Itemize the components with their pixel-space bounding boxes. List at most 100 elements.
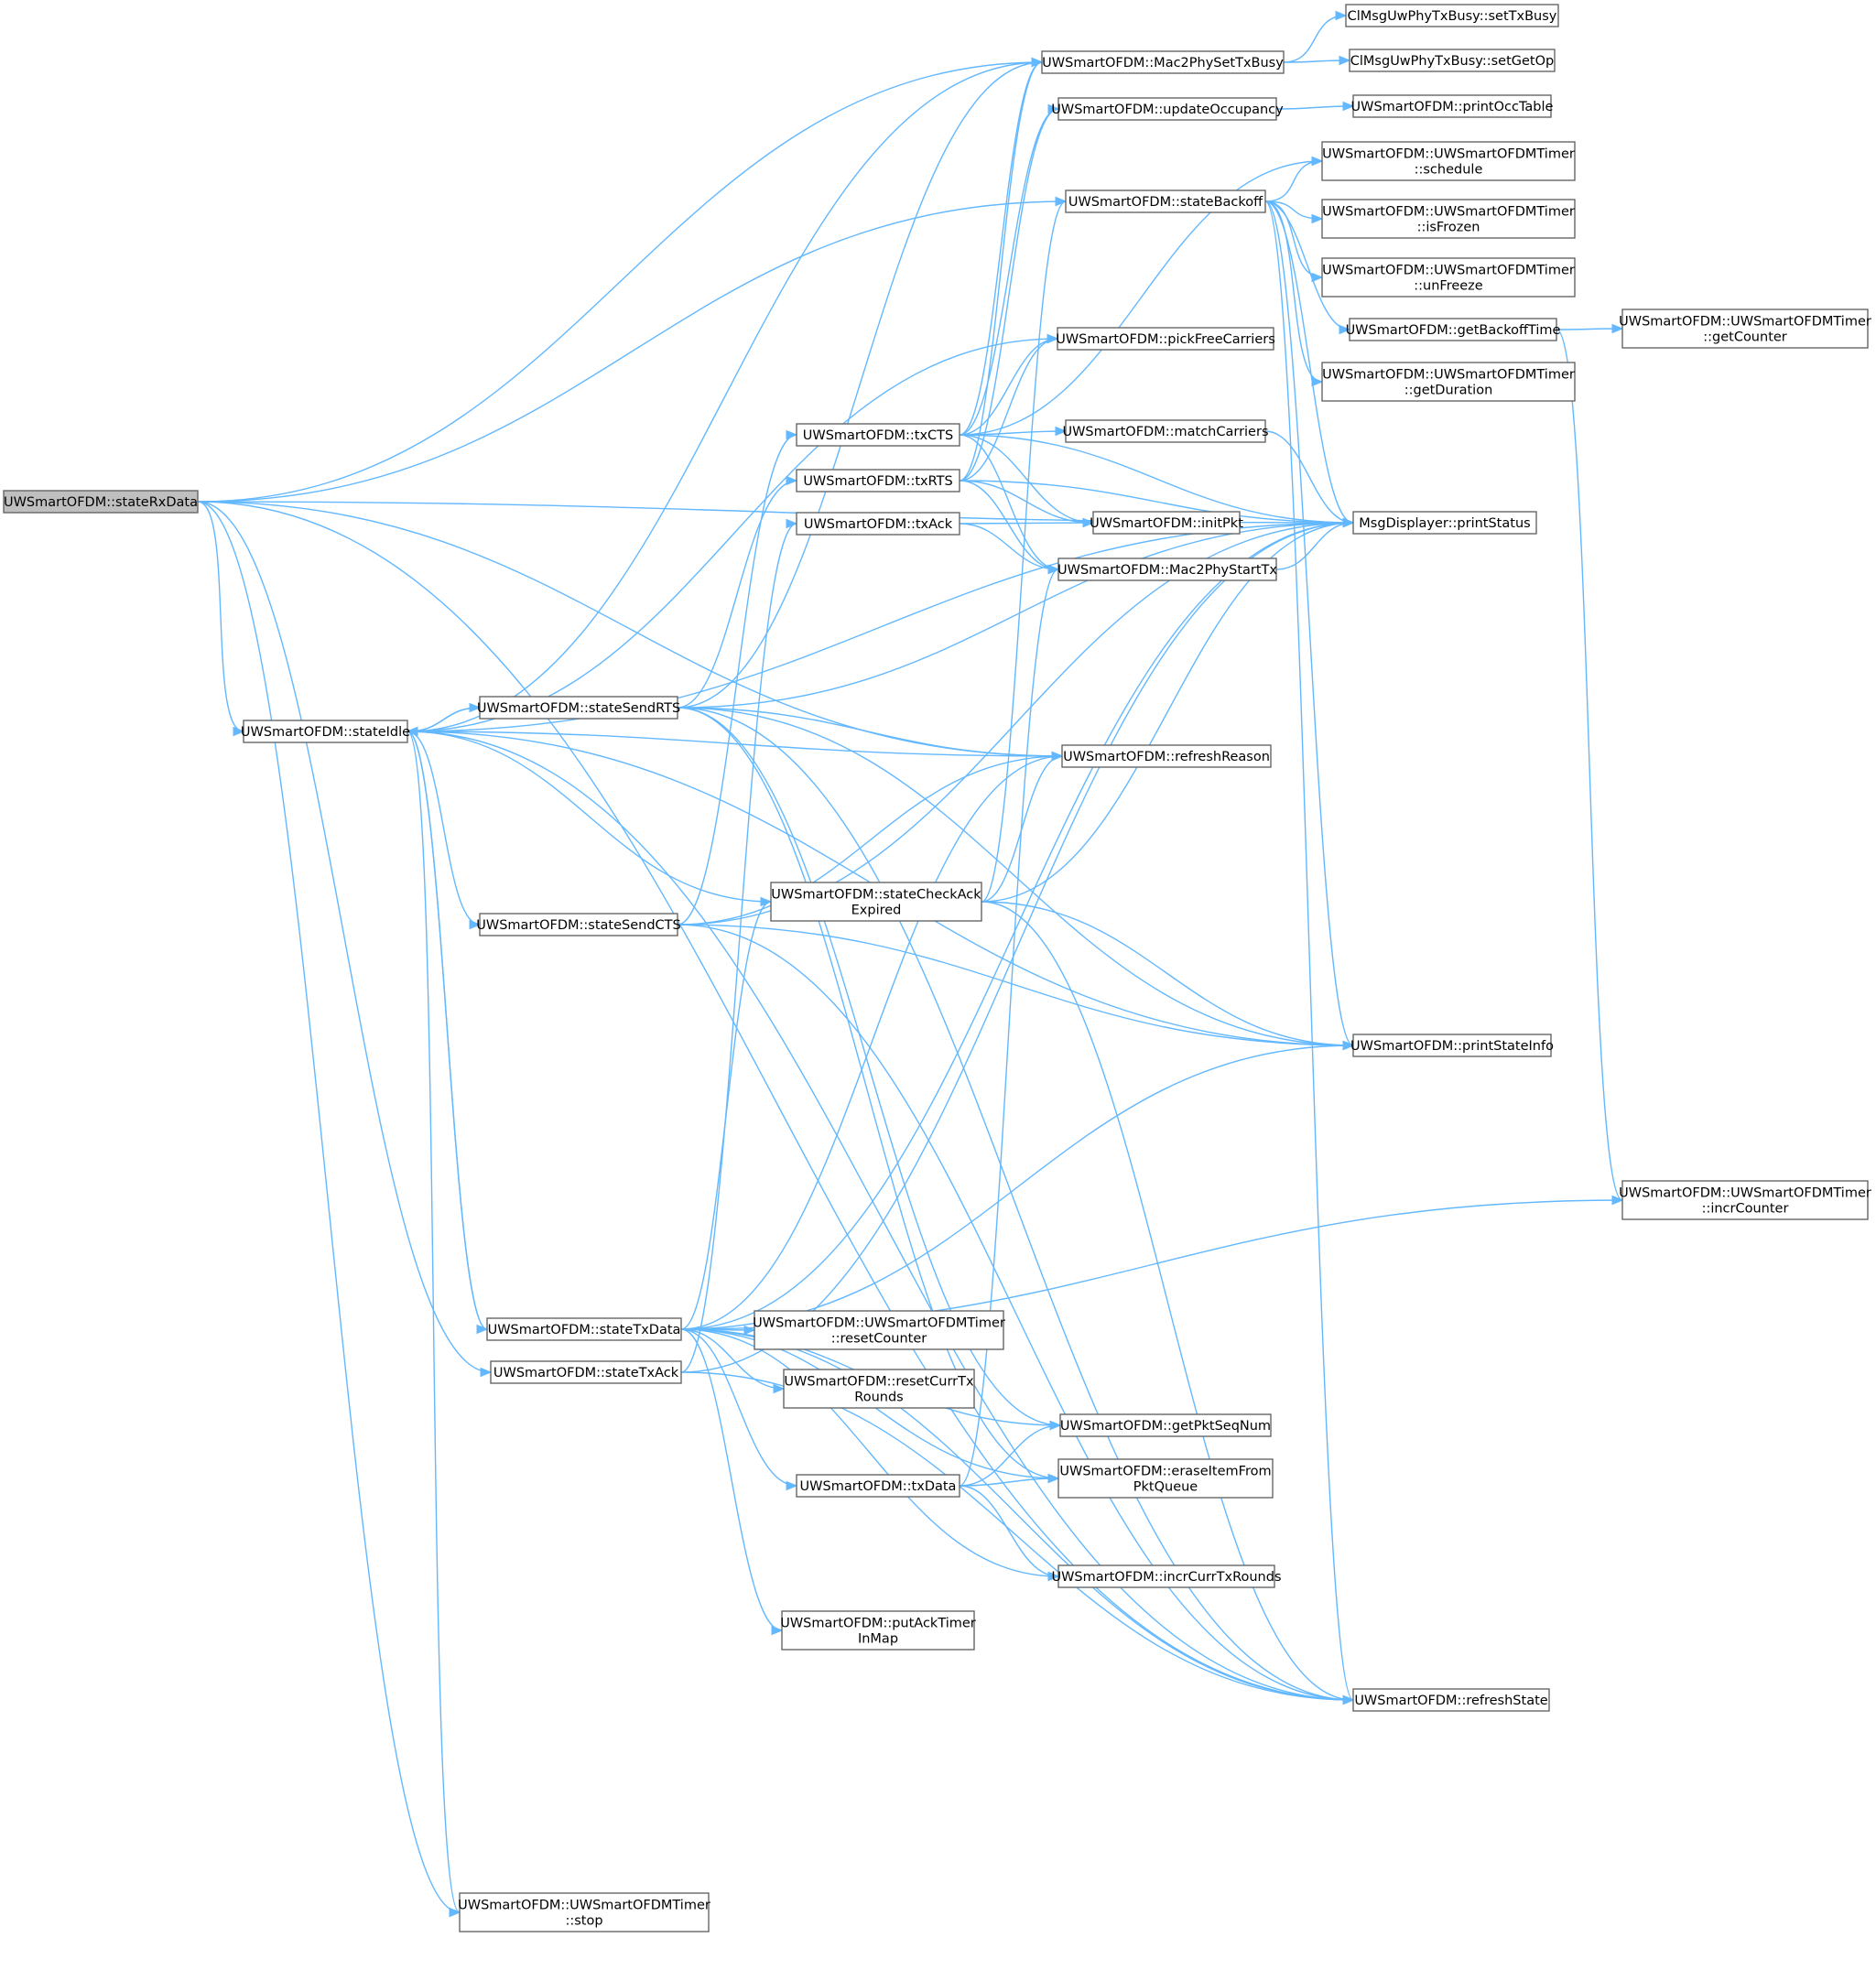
edge-stateTxData-to-incrCurrTx xyxy=(680,1328,1060,1582)
node-label: UWSmartOFDM::incrCurrTxRounds xyxy=(1051,1570,1281,1585)
node-label: ::unFreeze xyxy=(1414,279,1483,294)
node-txAck[interactable]: UWSmartOFDM::txAck xyxy=(796,512,960,536)
node-label: ::getCounter xyxy=(1703,330,1787,345)
node-label: ::stop xyxy=(565,1914,602,1929)
node-txRTS[interactable]: UWSmartOFDM::txRTS xyxy=(796,469,960,493)
edge-stateTxData-to-resetCurrTx xyxy=(680,1328,786,1394)
node-label: UWSmartOFDM::UWSmartOFDMTimer xyxy=(1322,147,1575,162)
node-refreshReason[interactable]: UWSmartOFDM::refreshReason xyxy=(1061,744,1272,768)
edge-line xyxy=(677,707,1059,1479)
node-box xyxy=(1349,49,1556,72)
edge-line xyxy=(197,501,1063,757)
node-label: UWSmartOFDM::stateSendRTS xyxy=(477,701,680,716)
node-printOccTable[interactable]: UWSmartOFDM::printOccTable xyxy=(1351,94,1554,118)
edge-arrowhead xyxy=(1311,376,1324,387)
node-stateTxData[interactable]: UWSmartOFDM::stateTxData xyxy=(486,1317,682,1341)
node-pickFreeCarriers[interactable]: UWSmartOFDM::pickFreeCarriers xyxy=(1056,327,1275,351)
edge-stateIdle-to-timerStop xyxy=(407,731,461,1918)
edge-stateBackoff-to-printStateInfo xyxy=(1264,200,1355,1051)
node-box xyxy=(486,1317,682,1341)
edge-line xyxy=(677,480,797,709)
node-timerGetCounter[interactable]: UWSmartOFDM::UWSmartOFDMTimer::getCounte… xyxy=(1619,309,1871,349)
node-updateOccupancy[interactable]: UWSmartOFDM::updateOccupancy xyxy=(1051,97,1284,121)
nodes-layer: UWSmartOFDM::stateRxDataUWSmartOFDM::sta… xyxy=(3,4,1871,1932)
node-txCTS[interactable]: UWSmartOFDM::txCTS xyxy=(796,423,960,447)
node-box xyxy=(1352,511,1537,535)
node-box xyxy=(1321,257,1576,298)
edge-line xyxy=(677,522,1354,926)
node-getPktSeqNum[interactable]: UWSmartOFDM::getPktSeqNum xyxy=(1059,1413,1272,1437)
edge-arrowhead xyxy=(406,726,418,737)
edge-line xyxy=(677,61,1043,709)
edge-line xyxy=(680,1328,1354,1701)
edge-mac2PhyStartTx-to-printStatus xyxy=(1275,517,1355,570)
edge-arrowhead xyxy=(1339,324,1351,335)
node-timerIncrCounter[interactable]: UWSmartOFDM::UWSmartOFDMTimer::incrCount… xyxy=(1619,1180,1871,1220)
node-initPkt[interactable]: UWSmartOFDM::initPkt xyxy=(1090,511,1243,535)
edge-arrowhead xyxy=(1082,517,1095,528)
edge-line xyxy=(959,108,1059,436)
node-stateRxData[interactable]: UWSmartOFDM::stateRxData xyxy=(3,490,199,514)
node-mac2PhyStartTx[interactable]: UWSmartOFDM::Mac2PhyStartTx xyxy=(1057,557,1277,581)
edge-line xyxy=(959,61,1043,482)
node-label: ::schedule xyxy=(1415,163,1483,178)
edge-stateBackoff-to-refreshState xyxy=(1264,200,1355,1705)
edge-line xyxy=(677,522,1354,709)
edge-stateTxData-to-printStateInfo xyxy=(680,1040,1355,1330)
node-matchCarriers[interactable]: UWSmartOFDM::matchCarriers xyxy=(1062,419,1269,443)
edge-stateTxAck-to-txAck xyxy=(680,518,798,1373)
node-label: UWSmartOFDM::stateTxData xyxy=(488,1323,681,1337)
node-label: UWSmartOFDM::getPktSeqNum xyxy=(1060,1419,1271,1434)
node-printStatus[interactable]: MsgDisplayer::printStatus xyxy=(1352,511,1537,535)
node-box xyxy=(1349,318,1557,341)
node-label: UWSmartOFDM::stateBackoff xyxy=(1068,195,1263,210)
edge-matchCarriers-to-printStatus xyxy=(1264,430,1355,528)
node-box xyxy=(1057,97,1277,121)
node-stateSendRTS[interactable]: UWSmartOFDM::stateSendRTS xyxy=(477,696,680,720)
node-txData[interactable]: UWSmartOFDM::txData xyxy=(796,1474,960,1498)
node-box xyxy=(1059,1413,1272,1437)
edge-txData-to-mac2PhyStartTx xyxy=(959,564,1060,1487)
edge-line xyxy=(959,61,1043,436)
edge-stateSendCTS-to-txCTS xyxy=(677,429,798,926)
node-timerGetDuration[interactable]: UWSmartOFDM::UWSmartOFDMTimer::getDurati… xyxy=(1321,362,1576,402)
node-box xyxy=(1321,199,1576,239)
node-box xyxy=(796,1474,960,1498)
edge-line xyxy=(197,501,461,1913)
node-stateBackoff[interactable]: UWSmartOFDM::stateBackoff xyxy=(1065,189,1266,213)
node-stateIdle[interactable]: UWSmartOFDM::stateIdle xyxy=(241,720,410,743)
node-printStateInfo[interactable]: UWSmartOFDM::printStateInfo xyxy=(1350,1034,1554,1057)
node-mac2PhySetTxBusy[interactable]: UWSmartOFDM::Mac2PhySetTxBusy xyxy=(1041,50,1285,74)
node-stateSendCTS[interactable]: UWSmartOFDM::stateSendCTS xyxy=(476,913,681,936)
node-setTxBusy[interactable]: ClMsgUwPhyTxBusy::setTxBusy xyxy=(1345,4,1559,27)
node-box xyxy=(1321,362,1576,402)
edge-line xyxy=(959,480,1354,524)
node-timerUnFreeze[interactable]: UWSmartOFDM::UWSmartOFDMTimer::unFreeze xyxy=(1321,257,1576,298)
node-timerReset[interactable]: UWSmartOFDM::UWSmartOFDMTimer::resetCoun… xyxy=(753,1310,1005,1350)
edge-arrowhead xyxy=(1311,156,1324,167)
node-getBackoffTime[interactable]: UWSmartOFDM::getBackoffTime xyxy=(1346,318,1561,341)
edge-arrowhead xyxy=(1339,55,1351,66)
edge-txCTS-to-mac2PhySetTxBusy xyxy=(959,57,1044,436)
edge-stateIdle-to-mac2PhySetTxBusy xyxy=(407,57,1044,732)
edge-line xyxy=(1283,15,1347,63)
node-refreshState[interactable]: UWSmartOFDM::refreshState xyxy=(1352,1688,1550,1712)
node-timerIsFrozen[interactable]: UWSmartOFDM::UWSmartOFDMTimer::isFrozen xyxy=(1321,199,1576,239)
node-stateTxAck[interactable]: UWSmartOFDM::stateTxAck xyxy=(490,1360,682,1384)
edge-stateCheckAck-to-stateIdle xyxy=(406,726,772,903)
node-label: UWSmartOFDM::txCTS xyxy=(803,428,953,443)
node-label: UWSmartOFDM::UWSmartOFDMTimer xyxy=(753,1316,1005,1331)
edge-arrowhead xyxy=(1342,1694,1355,1705)
edge-line xyxy=(197,501,492,1373)
edge-stateRxData-to-timerStop xyxy=(197,501,461,1918)
node-timerSchedule[interactable]: UWSmartOFDM::UWSmartOFDMTimer::schedule xyxy=(1321,141,1576,181)
node-incrCurrTx[interactable]: UWSmartOFDM::incrCurrTxRounds xyxy=(1051,1564,1282,1588)
node-label: UWSmartOFDM::txRTS xyxy=(803,474,952,489)
node-timerStop[interactable]: UWSmartOFDM::UWSmartOFDMTimer::stop xyxy=(458,1892,710,1932)
node-setGetOp[interactable]: ClMsgUwPhyTxBusy::setGetOp xyxy=(1349,49,1556,72)
edge-line xyxy=(959,338,1058,436)
